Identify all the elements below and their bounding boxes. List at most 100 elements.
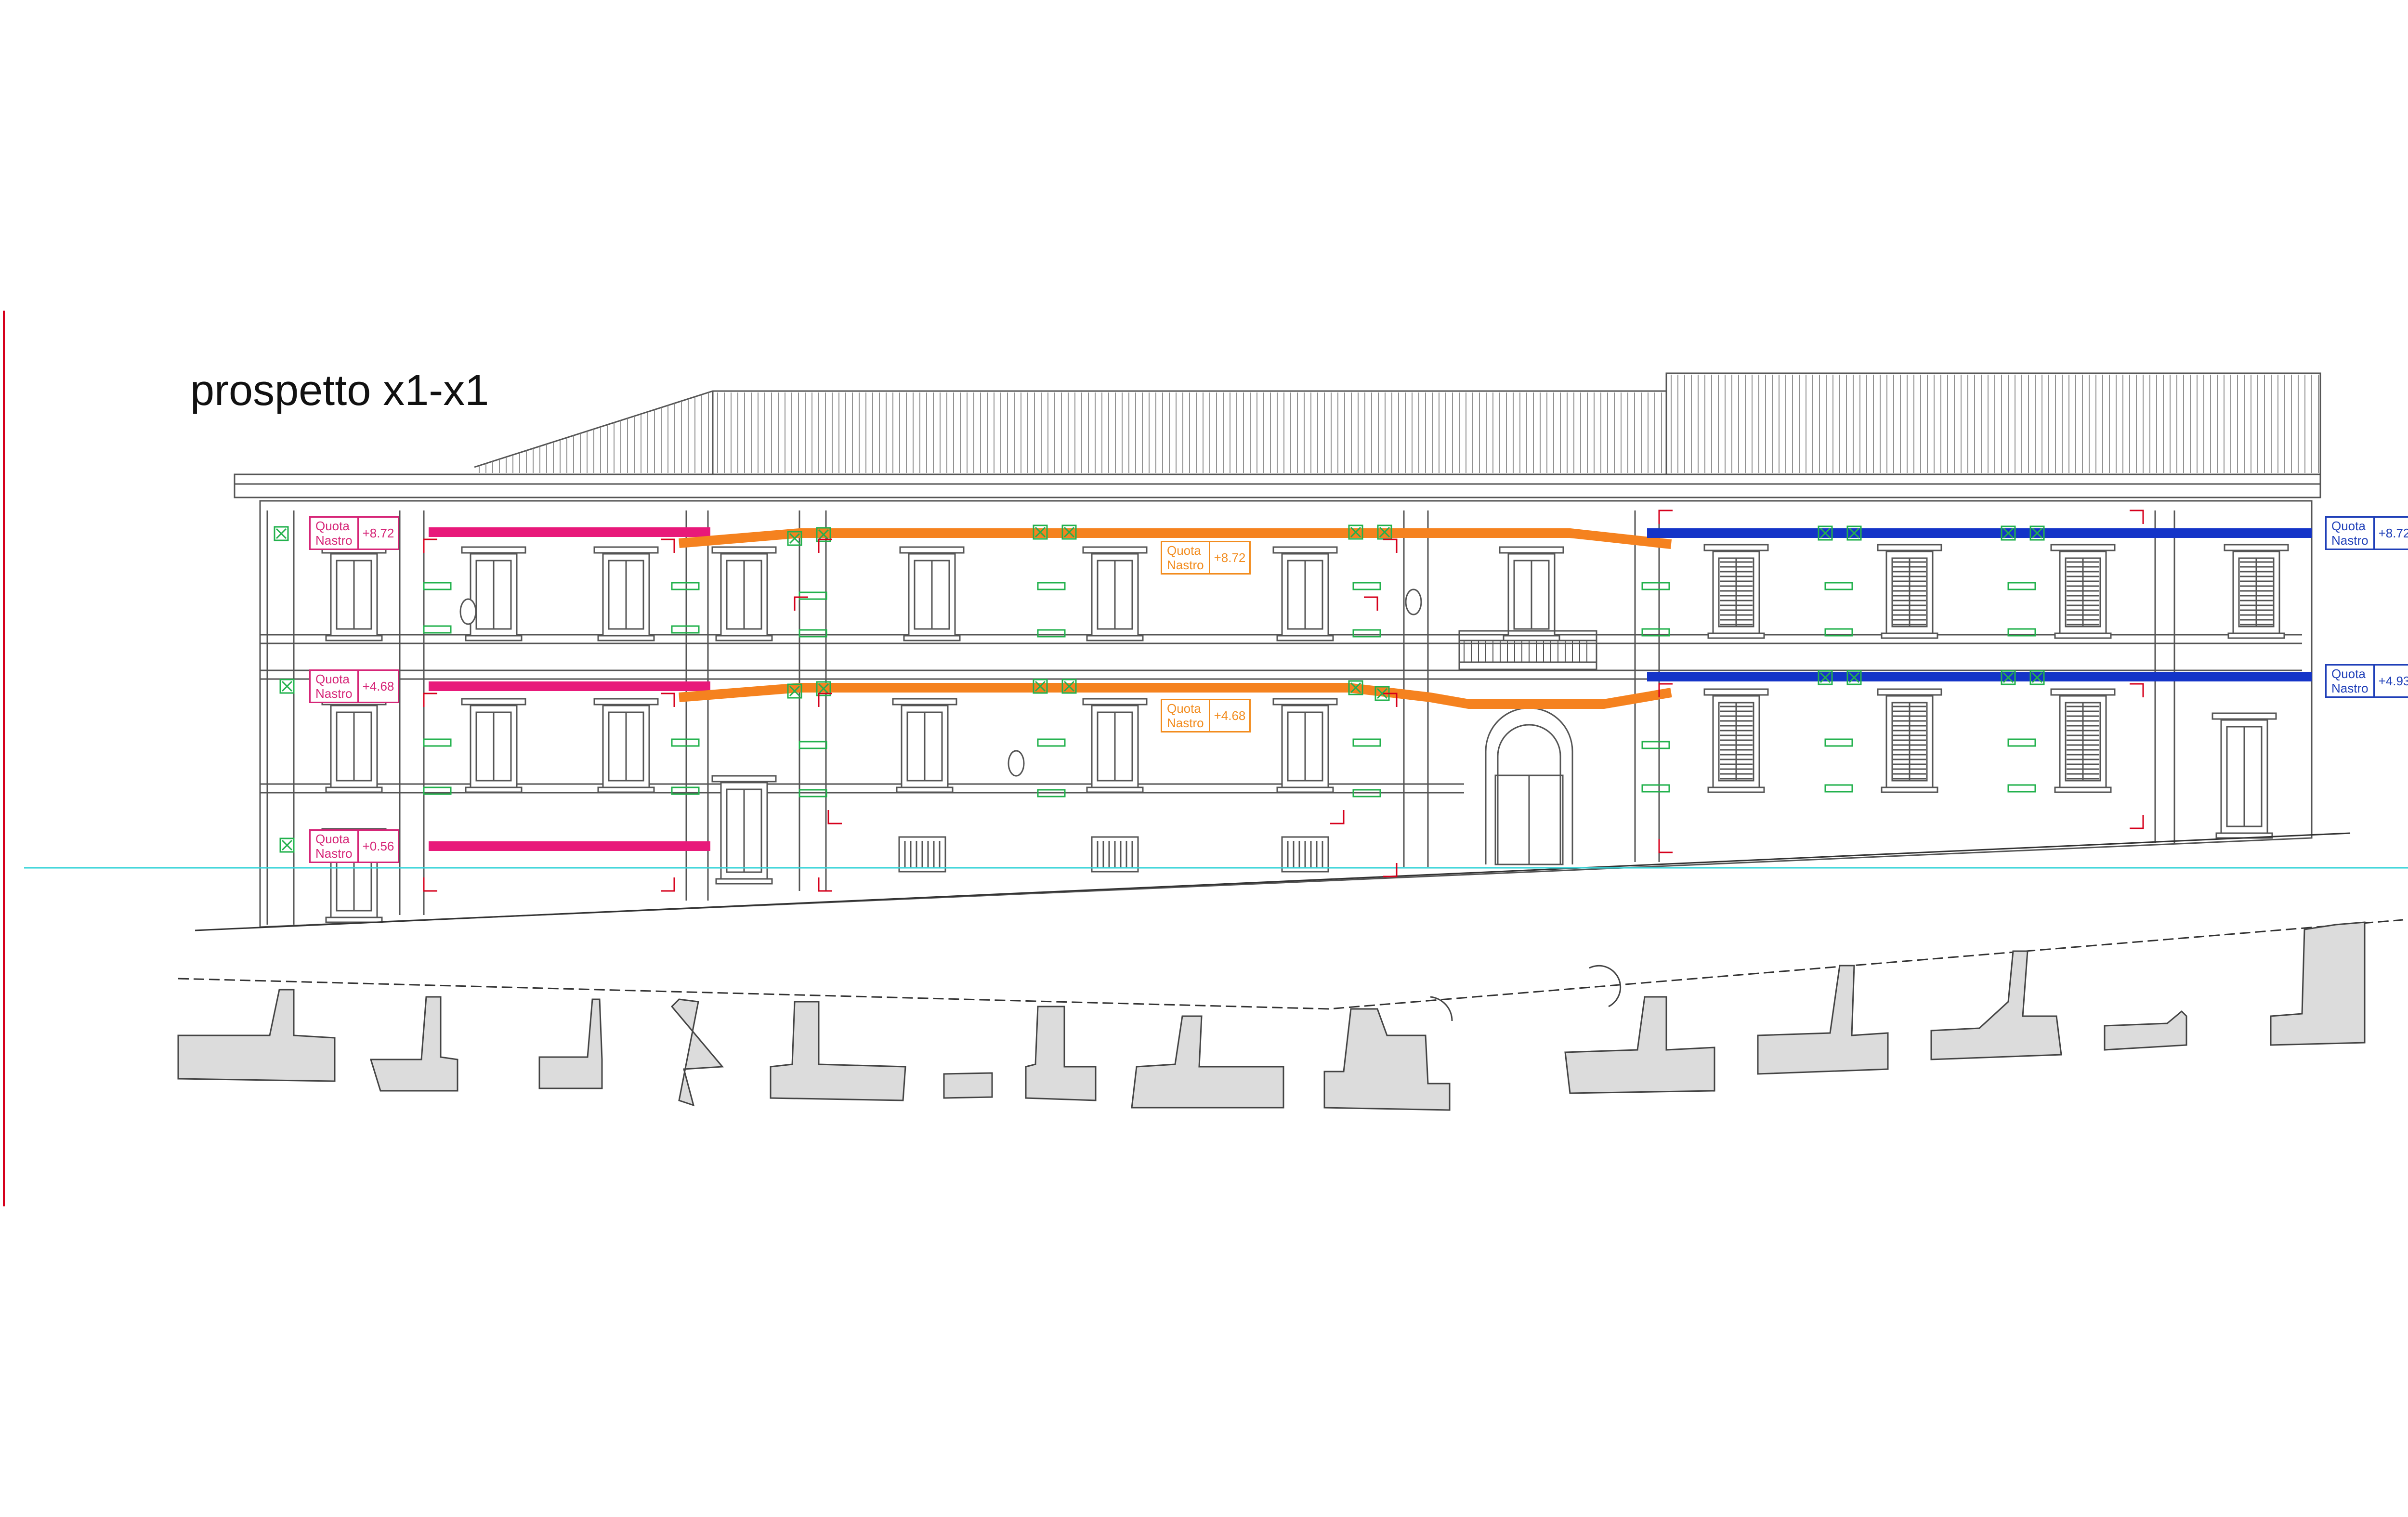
red-corner-mark <box>1658 839 1673 853</box>
window-cornice <box>711 546 777 554</box>
green-dash-marker <box>423 738 452 747</box>
green-x-stroke <box>2031 672 2043 683</box>
green-dash-marker <box>798 629 827 638</box>
green-x-stroke <box>1034 526 1046 538</box>
bands <box>429 527 2312 851</box>
green-dash-marker <box>1352 629 1381 638</box>
green-x-marker <box>1818 670 1833 685</box>
central-balcony <box>1458 630 1597 670</box>
green-dash-marker <box>1824 582 1853 590</box>
window-cornice <box>711 775 777 783</box>
plan-wall-section <box>1757 965 1889 1075</box>
green-x-stroke <box>281 680 293 692</box>
green-x-stroke <box>2031 527 2043 539</box>
window-cornice <box>1082 546 1148 554</box>
window-sill <box>465 635 523 641</box>
oval-opening <box>459 598 477 625</box>
green-x-marker <box>787 531 802 546</box>
plan-door-arc <box>1589 965 1622 1007</box>
window-cornice <box>2050 544 2116 551</box>
green-dash-marker <box>1641 784 1670 793</box>
green-markers <box>274 524 2045 853</box>
green-x-stroke <box>1848 527 1860 539</box>
green-dash-marker <box>1641 741 1670 749</box>
red-corner-mark <box>818 877 832 892</box>
window-sill <box>2227 632 2285 639</box>
red-corner-mark <box>1658 510 1673 524</box>
red-corner-mark <box>1383 863 1398 877</box>
green-dash-marker <box>1641 582 1670 590</box>
plan-wall-section <box>770 1001 906 1101</box>
oval-opening <box>1008 750 1025 777</box>
plan-wall-section <box>2104 1010 2187 1051</box>
red-corner-mark <box>1383 538 1398 553</box>
green-x-stroke <box>2002 672 2014 683</box>
green-dash-marker <box>1352 738 1381 747</box>
green-x-marker <box>1061 679 1077 694</box>
window-cornice <box>1082 698 1148 706</box>
green-x-marker <box>279 837 295 853</box>
window-cornice <box>2212 712 2277 720</box>
green-x-marker <box>2029 525 2045 541</box>
window-cornice <box>1272 546 1338 554</box>
green-x-marker <box>787 683 802 699</box>
green-dash-marker <box>423 582 452 590</box>
window-sill <box>715 878 773 885</box>
green-dash-marker <box>1824 628 1853 637</box>
green-x-marker <box>1846 525 1862 541</box>
green-x-marker <box>279 679 295 694</box>
green-x-stroke <box>1350 682 1361 693</box>
plan-wall-section <box>1564 996 1715 1094</box>
green-x-marker <box>816 527 831 542</box>
window-cornice <box>593 698 659 706</box>
green-x-marker <box>1033 524 1048 540</box>
window-sill <box>1881 632 1938 639</box>
window-cornice <box>461 698 526 706</box>
red-corner-mark <box>423 693 437 707</box>
window-sill <box>1707 786 1765 793</box>
green-dash-marker <box>671 786 700 795</box>
window-sill <box>1881 786 1938 793</box>
red-corner-mark <box>2130 510 2144 524</box>
orange-band-top <box>679 528 1672 549</box>
window-cornice <box>1877 544 1942 551</box>
window-cornice <box>899 546 965 554</box>
plan-cut-line <box>178 919 2404 1010</box>
red-corner-mark <box>1658 683 1673 697</box>
plan-wall-section <box>369 996 458 1092</box>
window-sill <box>1707 632 1765 639</box>
green-dash-marker <box>1641 628 1670 637</box>
window-sill <box>597 635 655 641</box>
green-dash-marker <box>2007 628 2036 637</box>
window-cornice <box>1703 544 1769 551</box>
plan-wall-section <box>670 998 724 1107</box>
red-corner-mark <box>818 693 832 707</box>
green-x-marker <box>1348 680 1363 695</box>
balcony-balusters <box>1464 641 1587 662</box>
green-dash-marker <box>1037 629 1066 638</box>
green-x-stroke <box>2002 527 2014 539</box>
plan-wall-section <box>1131 1015 1284 1109</box>
green-x-stroke <box>1350 526 1361 538</box>
red-corner-marks <box>423 510 2144 892</box>
green-x-stroke <box>1376 688 1388 699</box>
windows <box>321 544 2289 923</box>
green-dash-marker <box>1037 738 1066 747</box>
green-dash-marker <box>798 789 827 798</box>
green-x-marker <box>1033 679 1048 694</box>
window-sill <box>1276 786 1334 793</box>
green-dash-marker <box>671 738 700 747</box>
window-sill <box>325 635 383 641</box>
green-x-stroke <box>281 839 293 851</box>
window-cornice <box>461 546 526 554</box>
window-cornice <box>1703 688 1769 696</box>
green-dash-marker <box>1037 582 1066 590</box>
green-dash-marker <box>423 625 452 634</box>
plan-wall-section <box>943 1072 993 1099</box>
green-x-stroke <box>1819 672 1831 683</box>
green-x-marker <box>274 526 289 541</box>
